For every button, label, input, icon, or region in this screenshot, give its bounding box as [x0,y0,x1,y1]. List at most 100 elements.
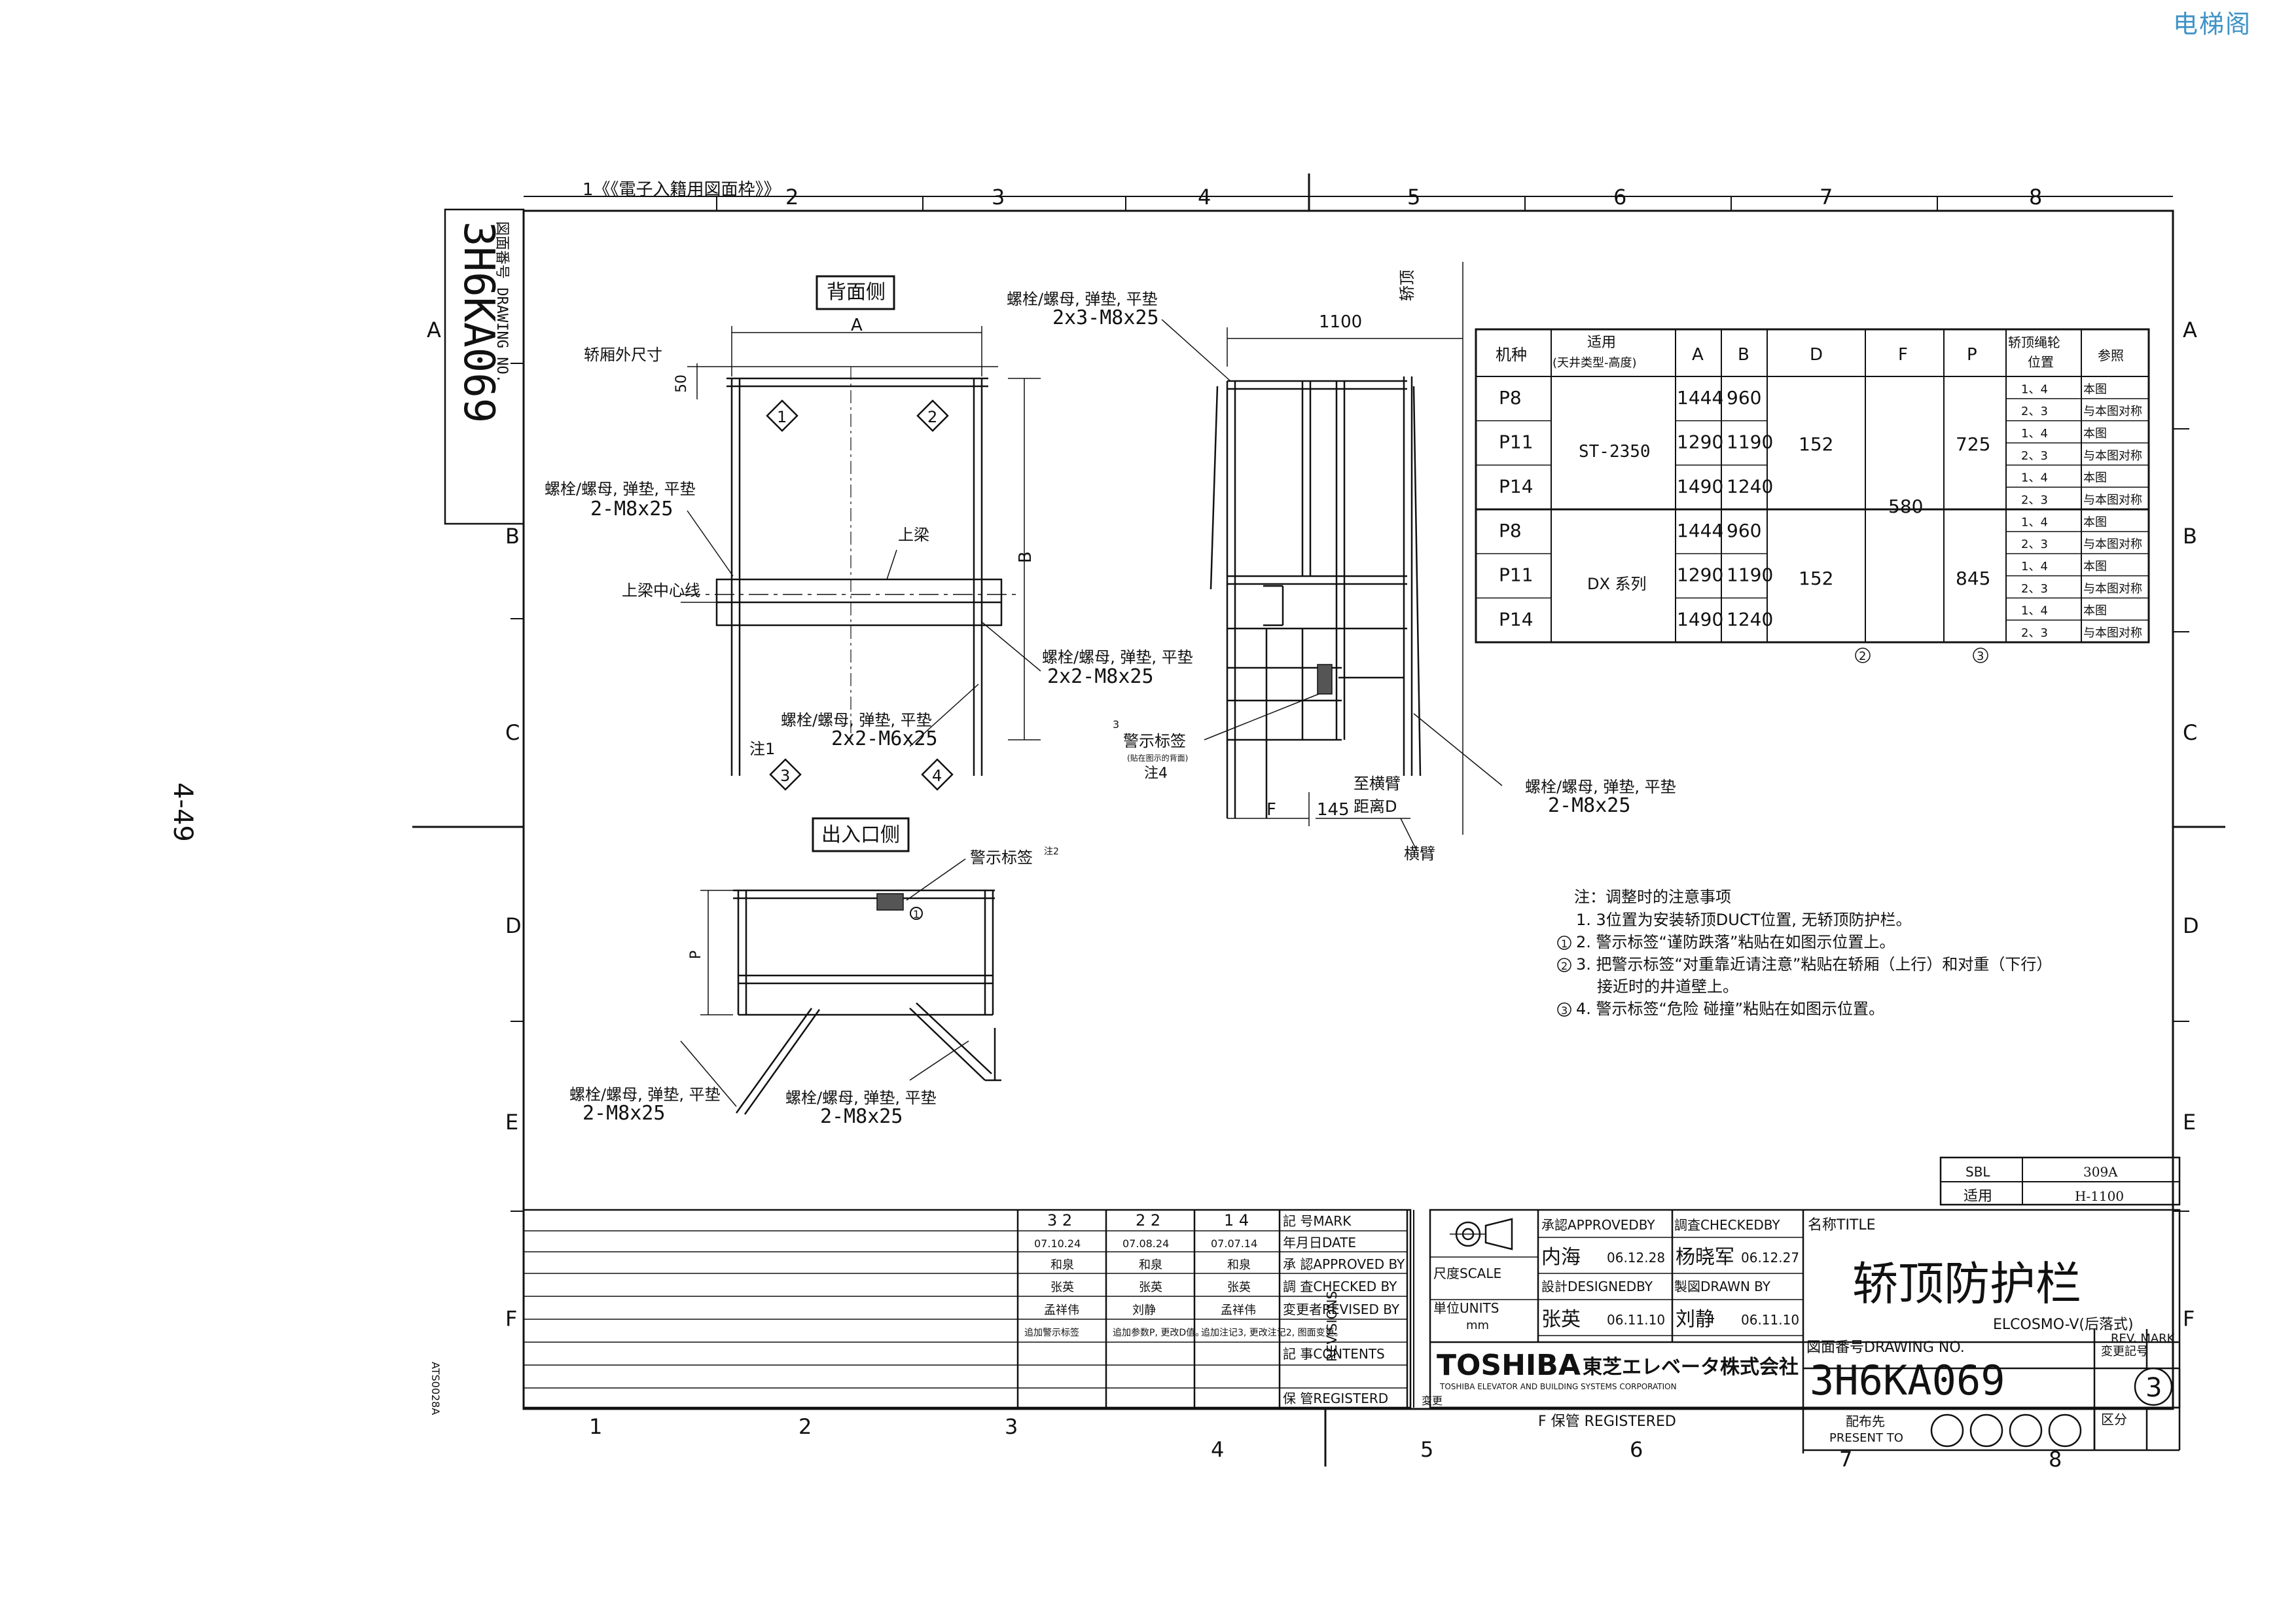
notes-item-3-cont: 接近时的井道壁上。 [1597,977,1738,996]
units-value: mm [1466,1319,1489,1332]
back-marker-1: 1 [777,408,787,426]
side-note4: 注4 [1144,765,1168,782]
drawn-name: 刘静 [1676,1308,1715,1331]
grid-row-b-left: B [505,524,520,549]
present-to-en: PRESENT TO [1829,1431,1903,1445]
side-circle-3: 3 [1113,718,1119,731]
grid-top-5: 5 [1407,185,1420,210]
spec-a: 1290 [1677,431,1723,453]
drawn-date: 06.11.10 [1741,1312,1799,1328]
side-dim-145: 145 [1317,800,1350,820]
rev-label-checked: 調 査CHECKED BY [1283,1279,1397,1294]
entrance-warning-label: 警示标签 [970,848,1033,867]
spec-b: 1190 [1727,564,1773,586]
rev-contents: 追加警示标签 [1024,1327,1079,1338]
side-dim-f: F [1266,800,1276,820]
company-name-en: TOSHIBA ELEVATOR AND BUILDING SYSTEMS CO… [1439,1382,1677,1391]
grid-top-7: 7 [1820,185,1833,210]
back-bolt-center-size: 2x2-M6x25 [831,727,938,750]
spec-header-applies: 适用 [1587,335,1616,351]
spec-a: 1290 [1677,564,1723,586]
spec-model: P11 [1499,431,1534,453]
spec-f-value: 580 [1888,496,1923,517]
grid-top-8: 8 [2029,185,2042,210]
spec-ref: 与本图对称 [2083,449,2142,463]
rev-revised: 刘静 [1132,1304,1156,1317]
entrance-dim-p: P [688,951,704,959]
entrance-bolt-right-size: 2-M8x25 [820,1105,903,1128]
present-to-label: 配布先 [1846,1413,1885,1429]
grid-row-b-right: B [2183,524,2197,549]
spec-a: 1444 [1677,387,1723,409]
spec-b: 960 [1727,520,1761,541]
spec-header-a: A [1692,345,1704,365]
rev-mark: 3 2 [1047,1211,1072,1230]
spec-ref: 与本图对称 [2083,405,2142,418]
side-top-bolt-size: 2x3-M8x25 [1052,306,1159,329]
present-to-circles [1930,1413,2082,1448]
spec-header-b: B [1738,345,1749,365]
back-view: 背面侧 A 轿厢外尺寸 [545,275,1193,791]
approved-label: 承認APPROVEDBY [1541,1217,1655,1233]
grid-row-c-left: C [505,720,520,745]
notes-item-4: 4. 警示标签“危险 碰撞”粘贴在如图示位置。 [1576,1000,1884,1018]
grid-row-f-left: F [505,1306,517,1331]
spec-model: P11 [1499,564,1534,586]
notes-item-2: 2. 警示标签“谨防跌落”粘贴在如图示位置上。 [1576,933,1895,951]
rev-date: 07.08.24 [1122,1237,1169,1250]
grid-row-a-right: A [2183,318,2197,342]
rev-label-registered: 保 管REGISTERD [1283,1391,1388,1406]
spec-a: 1490 [1677,608,1723,630]
rev-side-label-2: 変更 [1422,1395,1443,1407]
back-bolt-left-size: 2-M8x25 [590,498,673,520]
spec-a: 1490 [1677,475,1723,497]
spec-header-applies-sub: (天井类型-高度) [1552,356,1637,370]
grid-top-4: 4 [1198,185,1211,210]
notes-item-1: 1. 3位置为安装轿顶DUCT位置, 无轿顶防护栏。 [1576,911,1912,929]
title-block: 尺度SCALE 単位UNITS mm 承認APPROVEDBY 内海 06.12… [1429,1209,2181,1453]
grid-row-d-right: D [2183,913,2199,938]
rev-approved: 和泉 [1050,1258,1074,1272]
side-distance-d: 距离D [1354,797,1397,816]
side-warning-label: 警示标签 [1123,732,1186,750]
side-car-top-label: 轿顶 [1398,270,1416,301]
entrance-view: 出入口侧 警示标签 注2 P [569,817,1059,1128]
spec-model: P8 [1499,387,1522,409]
scale-label: 尺度SCALE [1433,1266,1501,1281]
spec-b: 1240 [1727,475,1773,497]
spec-a: 1444 [1677,520,1723,541]
rev-label-date: 年月日DATE [1283,1235,1356,1250]
spec-position: 2、3 [2021,405,2048,418]
spec-b: 1190 [1727,431,1773,453]
rev-checked: 张英 [1050,1281,1074,1294]
rev-label-approved: 承 認APPROVED BY [1283,1256,1405,1272]
spec-header-p: P [1967,345,1977,365]
grid-bottom-8: 8 [2049,1447,2062,1472]
rev-label: 変更記号 [2101,1345,2148,1359]
grid-row-f-right: F [2183,1306,2195,1331]
rev-contents: 追加注记3, 更改注记2, 图面变更。 [1201,1328,1344,1338]
rev-approved: 和泉 [1139,1258,1162,1272]
spec-ref: 本图 [2083,604,2107,618]
rev-revised: 孟祥伟 [1044,1304,1079,1317]
spec-ref: 本图 [2083,427,2107,441]
rev-checked: 张英 [1139,1281,1162,1294]
spec-model: P14 [1499,608,1534,630]
units-label: 単位UNITS [1433,1300,1499,1316]
back-dim-50: 50 [673,374,690,393]
approved-name: 内海 [1541,1246,1581,1269]
grid-row-e-left: E [505,1110,518,1135]
back-note1: 注1 [749,740,775,758]
grid-row-e-right: E [2183,1110,2196,1135]
grid-ticks [511,196,2189,1212]
spec-b: 1240 [1727,608,1773,630]
spec-b: 960 [1727,387,1761,409]
entrance-bolt-right-spec: 螺栓/螺母, 弹垫, 平垫 [785,1089,937,1107]
grid-bottom-2: 2 [798,1414,812,1439]
spec-group1-d: 152 [1799,433,1833,455]
grid-top-3: 3 [992,185,1005,210]
projection-symbol [1450,1218,1513,1250]
drawing-no-vertical: 図面番号 DRAWING NO. 3H6KA069 [454,221,510,423]
spec-position: 1、4 [2021,427,2048,441]
